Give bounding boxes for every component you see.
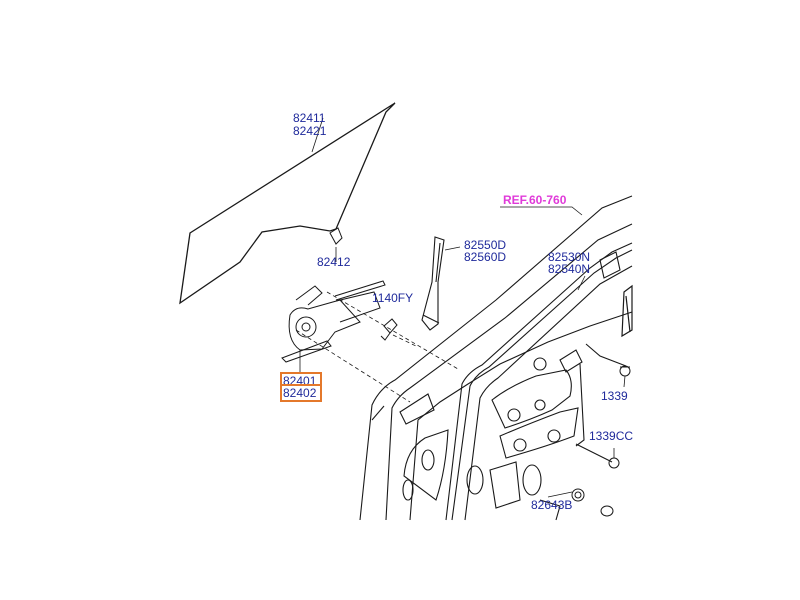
glass-bracket-part [329, 227, 343, 262]
reference-label[interactable]: REF.60-760 [503, 193, 567, 207]
part-number-label: 82643B [531, 498, 573, 512]
part-number-label: 82560D [464, 250, 507, 264]
part-number-label: 82421 [293, 124, 327, 138]
door-weatherstrip-part [621, 284, 633, 338]
glass-run-channel-part [421, 236, 461, 331]
window-regulator-part [281, 280, 386, 372]
plugs-and-grommets [571, 365, 631, 517]
highlighted-part-number-label[interactable]: 82401 [280, 372, 322, 390]
reference-leader [500, 206, 583, 216]
door-inner-panel [359, 195, 633, 521]
door-glass-panel [179, 102, 396, 305]
highlighted-part-number-label[interactable]: 82402 [280, 384, 322, 402]
part-number-label: 1339CC [589, 429, 634, 443]
part-leader-lines [547, 275, 626, 498]
part-number-label: 1140FY [372, 291, 414, 305]
part-number-label: 82412 [317, 255, 351, 269]
part-number-label: 82530N [548, 250, 591, 264]
part-number-label: 82411 [293, 111, 326, 125]
part-number-label: 82540N [548, 262, 591, 276]
bolt-part [380, 318, 398, 341]
part-number-label: 82550D [464, 238, 507, 252]
dashed-leader-lines [295, 291, 459, 403]
part-number-label: 1339 [601, 389, 628, 403]
